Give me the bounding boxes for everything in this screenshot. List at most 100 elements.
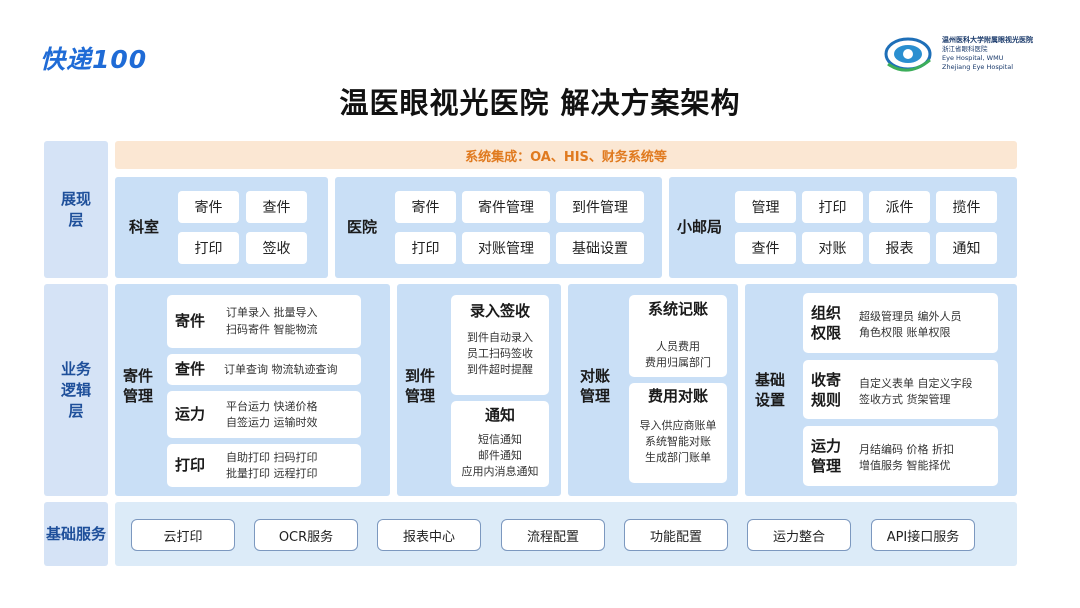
yiyuan-button-1[interactable]: 寄件管理	[462, 191, 550, 223]
kuaidi100-logo: 快递100	[40, 45, 148, 74]
jichu-card-rules[interactable]: 收寄规则 自定义表单 自定义字段 签收方式 货架管理	[803, 360, 998, 419]
duizhang-card-bookkeeping-line0: 人员费用	[656, 340, 700, 353]
base-service-cloud-print[interactable]: 云打印	[131, 519, 235, 551]
hospital-emblem-icon	[884, 34, 936, 74]
daojian-card-receive-line1: 员工扫码签收	[467, 347, 533, 360]
layer-label-display: 展现层	[44, 141, 108, 278]
layer-label-base-text: 基础服务	[45, 524, 106, 543]
panel-keshi-label: 科室	[129, 218, 160, 236]
jijian-card-send-title: 寄件	[175, 312, 206, 330]
jijian-card-print-title: 打印	[175, 456, 206, 474]
base-service-workflow[interactable]: 流程配置	[501, 519, 605, 551]
yiyuan-button-4[interactable]: 对账管理	[462, 232, 550, 264]
jijian-card-capacity-title: 运力	[175, 405, 206, 423]
youju-button-2[interactable]: 派件	[869, 191, 930, 223]
daojian-card-notify-title: 通知	[484, 406, 515, 424]
jijian-card-capacity-desc2: 自签运力 运输时效	[226, 416, 318, 429]
hospital-name: 温州医科大学附属眼视光医院 浙江省眼科医院 Eye Hospital, WMU …	[942, 36, 1033, 72]
base-service-ocr[interactable]: OCR服务	[254, 519, 358, 551]
layer-label-base: 基础服务	[44, 502, 108, 566]
panel-youju-label: 小邮局	[677, 218, 723, 236]
layer-label-display-text: 展现层	[60, 189, 91, 229]
jichu-card-rules-desc1: 自定义表单 自定义字段	[859, 377, 973, 390]
jijian-card-query-desc1: 订单查询 物流轨迹查询	[224, 363, 338, 376]
jichu-card-org-desc1: 超级管理员 编外人员	[859, 310, 962, 323]
panel-jichu-label: 基础设置	[755, 371, 786, 409]
jijian-card-capacity[interactable]: 运力 平台运力 快递价格 自签运力 运输时效	[167, 391, 361, 438]
duizhang-card-bookkeeping-line1: 费用归属部门	[645, 356, 711, 369]
jijian-card-send-desc1: 订单录入 批量导入	[226, 306, 318, 319]
jijian-card-print[interactable]: 打印 自助打印 扫码打印 批量打印 远程打印	[167, 444, 361, 487]
keshi-button-1[interactable]: 查件	[246, 191, 307, 223]
youju-button-6[interactable]: 报表	[869, 232, 930, 264]
jichu-card-org-desc2: 角色权限 账单权限	[859, 326, 951, 339]
keshi-button-2[interactable]: 打印	[178, 232, 239, 264]
hospital-name-line2: 浙江省眼科医院	[942, 45, 988, 53]
jijian-card-send-desc2: 扫码寄件 智能物流	[226, 323, 318, 336]
jichu-card-org[interactable]: 组织权限 超级管理员 编外人员 角色权限 账单权限	[803, 293, 998, 353]
youju-button-4[interactable]: 查件	[735, 232, 796, 264]
yiyuan-button-0[interactable]: 寄件	[395, 191, 456, 223]
jijian-card-query-title: 查件	[175, 360, 206, 378]
daojian-card-notify-line0: 短信通知	[478, 433, 522, 446]
jichu-card-capacity-title: 运力管理	[811, 437, 842, 475]
daojian-card-receive-line2: 到件超时提醒	[467, 363, 533, 376]
base-service-api[interactable]: API接口服务	[871, 519, 975, 551]
jichu-card-org-title: 组织权限	[811, 304, 842, 342]
duizhang-card-reconcile-title: 费用对账	[647, 387, 708, 405]
youju-button-5[interactable]: 对账	[802, 232, 863, 264]
youju-button-7[interactable]: 通知	[936, 232, 997, 264]
panel-jijian-label: 寄件管理	[123, 367, 154, 405]
daojian-card-receive-title: 录入签收	[469, 302, 530, 320]
jijian-card-capacity-desc1: 平台运力 快递价格	[226, 400, 318, 413]
base-service-feature-config[interactable]: 功能配置	[624, 519, 728, 551]
base-service-report-center[interactable]: 报表中心	[377, 519, 481, 551]
base-services-bar: 云打印 OCR服务 报表中心 流程配置 功能配置 运力整合 API接口服务	[115, 502, 1017, 566]
daojian-card-notify-line2: 应用内消息通知	[461, 465, 539, 478]
system-integration-bar: 系统集成：OA、HIS、财务系统等	[115, 141, 1017, 169]
duizhang-card-reconcile-line1: 系统智能对账	[645, 435, 711, 448]
duizhang-card-reconcile-line2: 生成部门账单	[645, 451, 711, 464]
panel-daojian: 到件管理 录入签收 到件自动录入 员工扫码签收 到件超时提醒 通知 短信通知 邮…	[397, 284, 561, 496]
page-title: 温医眼视光医院 解决方案架构	[339, 86, 741, 120]
panel-jijian: 寄件管理 寄件 订单录入 批量导入 扫码寄件 智能物流 查件 订单查询 物流轨迹…	[115, 284, 390, 496]
yiyuan-button-2[interactable]: 到件管理	[556, 191, 644, 223]
daojian-card-notify-line1: 邮件通知	[478, 449, 522, 462]
panel-duizhang: 对账管理 系统记账 人员费用 费用归属部门 费用对账 导入供应商账单 系统智能对…	[568, 284, 738, 496]
panel-yiyuan: 医院 寄件 寄件管理 到件管理 打印 对账管理 基础设置	[335, 177, 662, 278]
hospital-name-line3: Eye Hospital, WMU	[942, 54, 1004, 62]
youju-button-1[interactable]: 打印	[802, 191, 863, 223]
keshi-button-3[interactable]: 签收	[246, 232, 307, 264]
jichu-card-capacity-desc2: 增值服务 智能择优	[859, 459, 951, 472]
layer-label-logic: 业务逻辑层	[44, 284, 108, 496]
jichu-card-rules-desc2: 签收方式 货架管理	[859, 393, 951, 406]
jijian-card-print-desc1: 自助打印 扫码打印	[226, 451, 318, 464]
jichu-card-capacity-desc1: 月结编码 价格 折扣	[859, 443, 954, 456]
panel-youju: 小邮局 管理 打印 派件 揽件 查件 对账 报表 通知	[669, 177, 1017, 278]
panel-jichu: 基础设置 组织权限 超级管理员 编外人员 角色权限 账单权限 收寄规则 自定义表…	[745, 284, 1017, 496]
hospital-logo: 温州医科大学附属眼视光医院 浙江省眼科医院 Eye Hospital, WMU …	[884, 34, 1033, 74]
hospital-name-line1: 温州医科大学附属眼视光医院	[942, 36, 1033, 44]
base-service-capacity-integration[interactable]: 运力整合	[747, 519, 851, 551]
daojian-card-notify[interactable]: 通知 短信通知 邮件通知 应用内消息通知	[451, 401, 549, 487]
jijian-card-query[interactable]: 查件 订单查询 物流轨迹查询	[167, 354, 361, 385]
yiyuan-button-5[interactable]: 基础设置	[556, 232, 644, 264]
layer-label-logic-text: 业务逻辑层	[60, 359, 91, 420]
jijian-card-print-desc2: 批量打印 远程打印	[226, 467, 318, 480]
duizhang-card-bookkeeping[interactable]: 系统记账 人员费用 费用归属部门	[629, 295, 727, 377]
youju-button-0[interactable]: 管理	[735, 191, 796, 223]
jichu-card-capacity[interactable]: 运力管理 月结编码 价格 折扣 增值服务 智能择优	[803, 426, 998, 486]
keshi-button-0[interactable]: 寄件	[178, 191, 239, 223]
duizhang-card-bookkeeping-title: 系统记账	[647, 300, 708, 318]
daojian-card-receive[interactable]: 录入签收 到件自动录入 员工扫码签收 到件超时提醒	[451, 295, 549, 395]
yiyuan-button-3[interactable]: 打印	[395, 232, 456, 264]
youju-button-3[interactable]: 揽件	[936, 191, 997, 223]
panel-keshi: 科室 寄件 查件 打印 签收	[115, 177, 328, 278]
panel-daojian-label: 到件管理	[405, 367, 436, 405]
duizhang-card-reconcile[interactable]: 费用对账 导入供应商账单 系统智能对账 生成部门账单	[629, 383, 727, 483]
jijian-card-send[interactable]: 寄件 订单录入 批量导入 扫码寄件 智能物流	[167, 295, 361, 348]
daojian-card-receive-line0: 到件自动录入	[467, 331, 533, 344]
jichu-card-rules-title: 收寄规则	[811, 371, 842, 409]
hospital-name-line4: Zhejiang Eye Hospital	[942, 63, 1014, 71]
panel-yiyuan-label: 医院	[347, 218, 378, 236]
